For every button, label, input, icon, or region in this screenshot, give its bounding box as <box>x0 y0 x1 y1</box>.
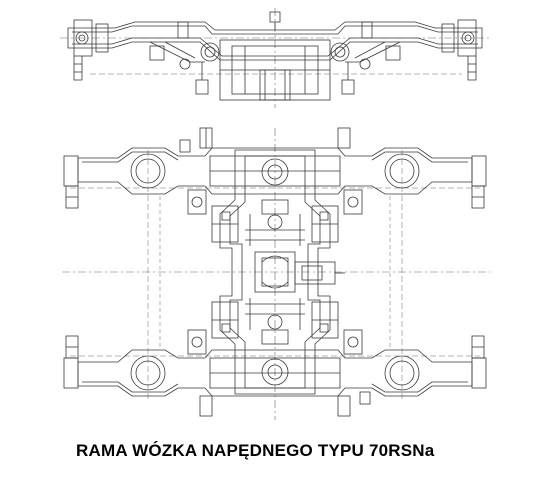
plan-central-spine <box>219 149 331 395</box>
plan-view <box>62 127 490 420</box>
side-elevation-view <box>60 8 492 108</box>
elevation-top-beam <box>67 21 483 61</box>
drawing-title: RAMA WÓZKA NAPĘDNEGO TYPU 70RSNa <box>76 441 435 460</box>
